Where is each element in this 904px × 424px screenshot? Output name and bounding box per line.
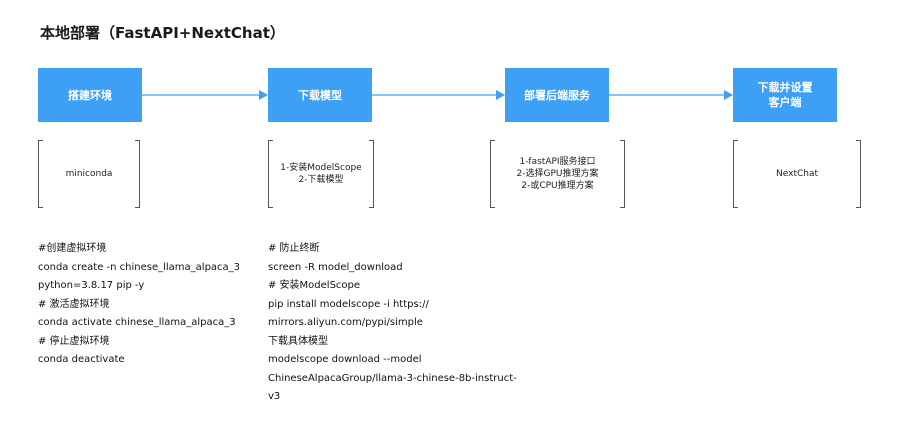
step-download-model: 下载模型 <box>268 68 372 122</box>
step-setup-client: 下载并设置 客户端 <box>733 68 837 122</box>
notes-download-model: # 防止终断 screen -R model_download # 安装Mode… <box>268 240 517 407</box>
note-line: # 安装ModelScope <box>268 280 361 291</box>
note-line: 下载具体模型 <box>268 335 328 347</box>
detail-deploy-backend: 1-fastAPI服务接口 2-选择GPU推理方案 2-或CPU推理方案 <box>490 140 625 208</box>
note-line: screen -R model_download <box>268 261 403 273</box>
arrow-2 <box>372 90 505 100</box>
arrow-1 <box>142 90 268 100</box>
note-line: conda deactivate <box>38 354 125 365</box>
note-line: ChineseAlpacaGroup/llama-3-chinese-8b-in… <box>268 372 517 384</box>
note-line: # 激活虚拟环境 <box>38 298 110 310</box>
step-setup-env: 搭建环境 <box>38 68 142 122</box>
note-line: python=3.8.17 pip -y <box>38 280 145 291</box>
note-line: v3 <box>268 391 281 402</box>
notes-setup-env: #创建虚拟环境 conda create -n chinese_llama_al… <box>38 240 240 370</box>
detail-setup-env: miniconda <box>38 140 140 208</box>
note-line: conda activate chinese_llama_alpaca_3 <box>38 317 236 328</box>
note-line: # 停止虚拟环境 <box>38 335 110 347</box>
note-line: conda create -n chinese_llama_alpaca_3 <box>38 261 241 273</box>
note-line: mirrors.aliyun.com/pypi/simple <box>268 317 423 328</box>
diagram-title: 本地部署（FastAPI+NextChat） <box>40 24 285 42</box>
note-line: pip install modelscope -i https:// <box>268 298 429 310</box>
step-deploy-backend: 部署后端服务 <box>505 68 609 122</box>
note-line: modelscope download --model <box>268 354 422 365</box>
detail-download-model: 1-安装ModelScope 2-下载模型 <box>268 140 374 208</box>
detail-setup-client: NextChat <box>733 140 861 208</box>
arrow-3 <box>609 90 733 100</box>
note-line: #创建虚拟环境 <box>38 243 107 254</box>
note-line: # 防止终断 <box>268 243 320 254</box>
